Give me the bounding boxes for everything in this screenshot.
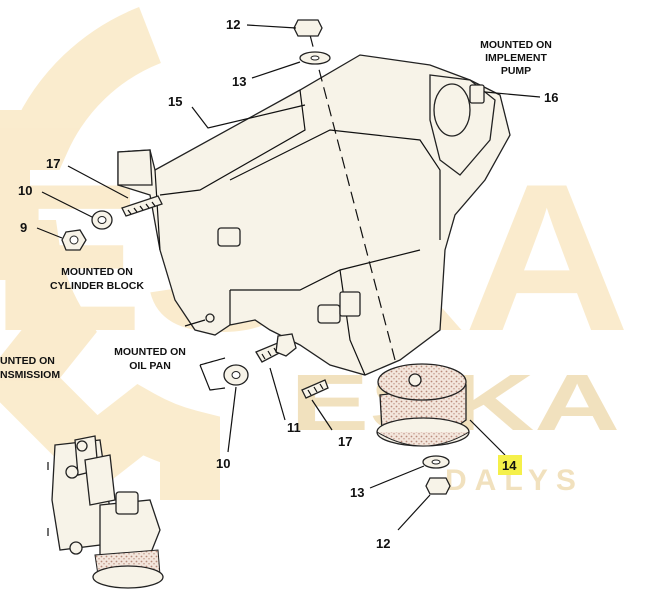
callout-10-bottom: 10: [216, 456, 230, 471]
rubber-isolator-14: [376, 363, 470, 447]
watermark-gear-shape: [0, 7, 220, 500]
label-cylinder-block-2: CYLINDER BLOCK: [50, 280, 144, 292]
label-implement-pump-2: IMPLEMENT: [485, 52, 547, 64]
engine-mount-bracket: [117, 54, 511, 376]
label-implement-pump-1: MOUNTED ON: [480, 39, 552, 51]
callout-numbers: 12 13 15 16 17 10 9 11 17 10 13 12 14: [18, 17, 558, 551]
bottom-stud-17: [301, 379, 329, 399]
top-washer-13: [299, 51, 331, 65]
callout-14: 14: [502, 458, 517, 473]
callout-17-bottom: 17: [338, 434, 352, 449]
callout-9: 9: [20, 220, 27, 235]
leader-lines: [36, 24, 541, 531]
bottom-bolt-11: [255, 333, 297, 363]
callout-15: 15: [168, 94, 182, 109]
callout-17-left: 17: [46, 156, 60, 171]
bottom-washer-13: [422, 455, 450, 469]
callout-13-top: 13: [232, 74, 246, 89]
left-washer-10: [91, 210, 113, 230]
callout-12-top: 12: [226, 17, 240, 32]
bottom-washer-10: [199, 357, 249, 391]
top-nut-12: [293, 19, 323, 37]
mount-labels: MOUNTED ON IMPLEMENT PUMP MOUNTED ON CYL…: [0, 39, 552, 381]
callout-13-bottom: 13: [350, 485, 364, 500]
label-transmission-2: NSMISSIOM: [0, 369, 60, 381]
left-stud-17: [121, 195, 163, 217]
callout-14-highlight: [498, 455, 522, 475]
label-oil-pan-2: OIL PAN: [129, 360, 171, 372]
left-nut-9: [61, 229, 87, 251]
label-oil-pan-1: MOUNTED ON: [114, 346, 186, 358]
label-implement-pump-3: PUMP: [501, 65, 531, 77]
callout-11: 11: [287, 420, 301, 435]
mounting-centerline: [309, 34, 396, 361]
label-transmission-1: UNTED ON: [0, 355, 55, 367]
callout-16: 16: [544, 90, 558, 105]
label-cylinder-block-1: MOUNTED ON: [61, 266, 133, 278]
callout-12-bottom: 12: [376, 536, 390, 551]
callout-10-left: 10: [18, 183, 32, 198]
bottom-nut-12: [425, 477, 451, 495]
transmission-mount-inset: [47, 435, 164, 589]
